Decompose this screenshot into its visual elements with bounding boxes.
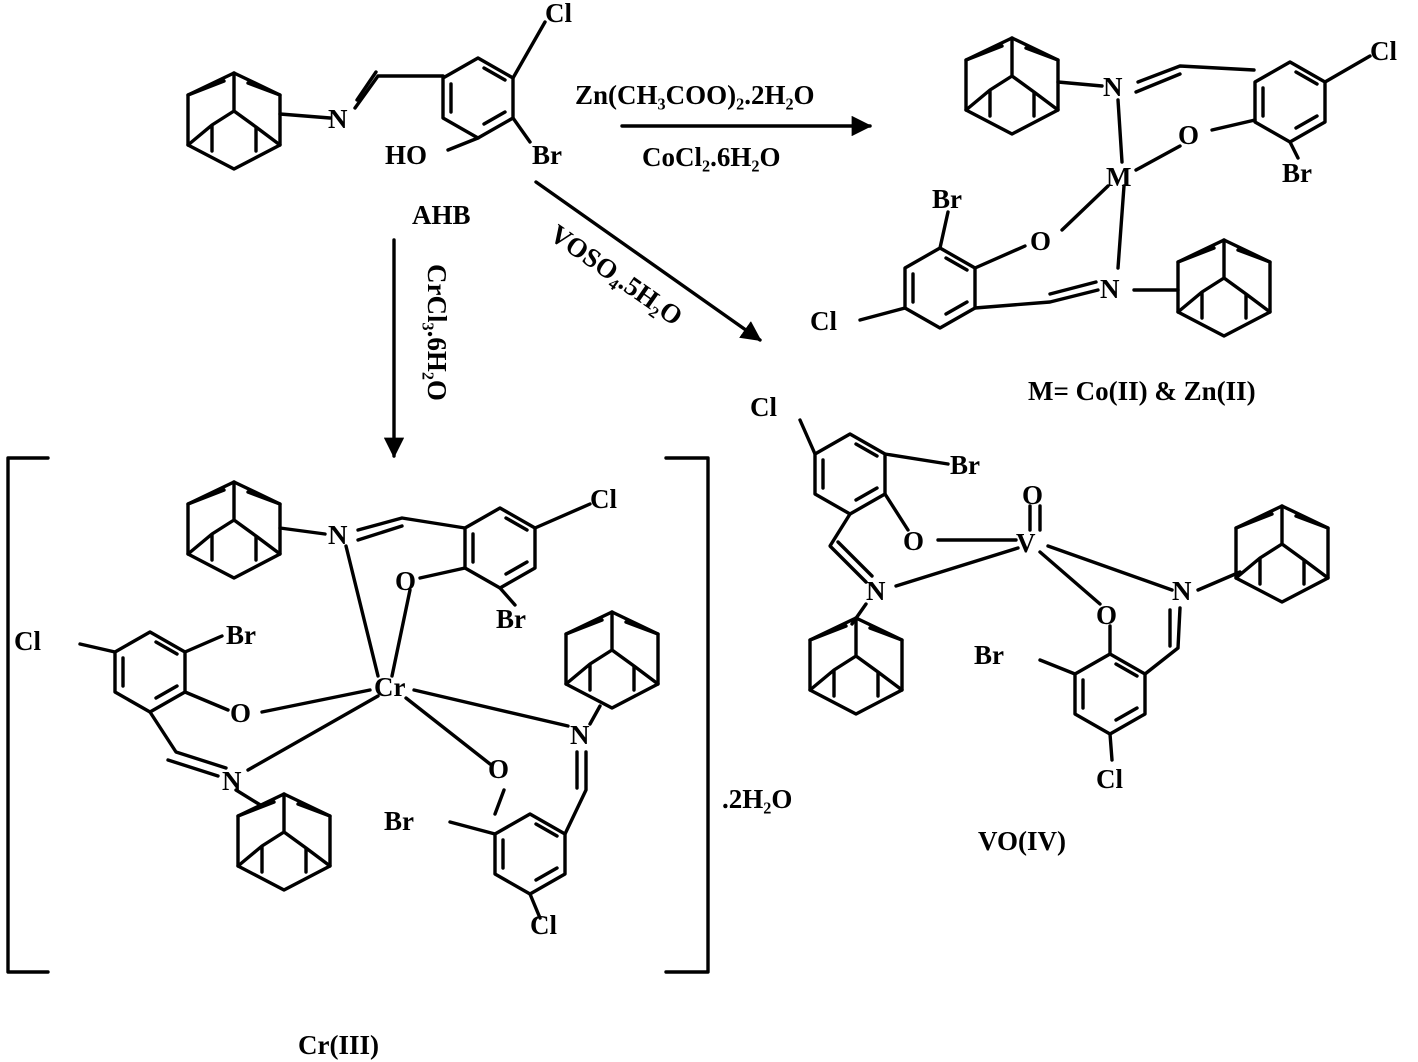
adamantane-ring bbox=[1234, 504, 1330, 604]
complex-vo-caption: VO(IV) bbox=[978, 826, 1066, 856]
benzene-ring bbox=[493, 812, 567, 896]
complex-m-cl-top: Cl bbox=[1370, 36, 1397, 66]
adamantane-ring bbox=[564, 610, 660, 710]
benzene-ring bbox=[1073, 652, 1147, 736]
cr-n-left: N bbox=[222, 766, 242, 796]
adamantane-ring bbox=[1176, 238, 1272, 338]
complex-m-caption: M= Co(II) & Zn(II) bbox=[1028, 376, 1256, 406]
left-bracket bbox=[6, 456, 50, 974]
ligand-cl-label: Cl bbox=[545, 0, 572, 28]
cr-br-top: Br bbox=[496, 604, 526, 634]
vo-o-bottom: O bbox=[1096, 600, 1117, 630]
vo-n-right: N bbox=[1172, 576, 1192, 606]
reagent-zinc-acetate: Zn(CH₃COO)₂.2H₂O bbox=[575, 80, 815, 110]
complex-m-br-top: Br bbox=[1282, 158, 1312, 188]
vo-n-left: N bbox=[866, 576, 886, 606]
vo-cl-top: Cl bbox=[750, 392, 777, 422]
arrow-down: CrCl₃.6H₂O bbox=[383, 238, 452, 459]
cr-cl-top: Cl bbox=[590, 484, 617, 514]
complex-m: N O Cl Br M Br O N Cl M= Co(II) & Zn(II) bbox=[810, 36, 1397, 406]
cr-metal: Cr bbox=[374, 672, 405, 702]
arrow-right: Zn(CH₃COO)₂.2H₂O CoCl₂.6H₂O bbox=[575, 80, 873, 172]
benzene-ring bbox=[441, 56, 515, 140]
vo-br-top: Br bbox=[950, 450, 980, 480]
vo-metal: V bbox=[1016, 528, 1036, 558]
cr-br-left: Br bbox=[226, 620, 256, 650]
complex-m-n-top: N bbox=[1103, 72, 1123, 102]
reagent-chromium-chloride: CrCl₃.6H₂O bbox=[422, 264, 452, 401]
cr-br-bottom: Br bbox=[384, 806, 414, 836]
complex-m-o-bottom: O bbox=[1030, 226, 1051, 256]
complex-m-n-bottom: N bbox=[1100, 274, 1120, 304]
benzene-ring bbox=[903, 246, 977, 330]
adamantane-ring bbox=[808, 616, 904, 716]
vo-o-left: O bbox=[903, 526, 924, 556]
benzene-ring bbox=[813, 432, 887, 516]
complex-m-br-bottom: Br bbox=[932, 184, 962, 214]
benzene-ring bbox=[463, 506, 537, 590]
arrow-diagonal: VOSO₄.5H₂O bbox=[534, 180, 762, 342]
cr-hydrate: .2H₂O bbox=[722, 784, 792, 814]
ligand-ho-label: HO bbox=[385, 140, 427, 170]
ligand-name: AHB bbox=[412, 200, 471, 230]
adamantane-ring bbox=[236, 792, 332, 892]
vo-br-bottom: Br bbox=[974, 640, 1004, 670]
cr-o-top: O bbox=[395, 566, 416, 596]
reagent-cobalt-chloride: CoCl₂.6H₂O bbox=[642, 142, 780, 172]
complex-m-cl-bottom: Cl bbox=[810, 306, 837, 336]
complex-cr-caption: Cr(III) bbox=[298, 1030, 379, 1060]
complex-m-o-top: O bbox=[1178, 120, 1199, 150]
adamantane-ring bbox=[964, 36, 1060, 136]
complex-m-metal: M bbox=[1106, 162, 1131, 192]
benzene-ring bbox=[113, 630, 187, 714]
cr-cl-left: Cl bbox=[14, 626, 41, 656]
cr-n-top: N bbox=[328, 520, 348, 550]
complex-vo: Cl Br O O V N N O Br Cl VO(IV) bbox=[750, 392, 1330, 856]
cr-n-right: N bbox=[570, 720, 590, 750]
adamantane-ring bbox=[186, 71, 282, 171]
ligand-br-label: Br bbox=[532, 140, 562, 170]
cr-o-left: O bbox=[230, 698, 251, 728]
vo-oxo: O bbox=[1022, 480, 1043, 510]
cr-cl-bottom: Cl bbox=[530, 910, 557, 940]
vo-cl-bottom: Cl bbox=[1096, 764, 1123, 794]
ligand-ahb: N Cl HO Br AHB bbox=[186, 0, 572, 230]
right-bracket bbox=[664, 456, 710, 974]
cr-o-bottom: O bbox=[488, 754, 509, 784]
complex-cr: N O Cl Br Cl Br O Cr N N O Br Cl .2H₂O C… bbox=[6, 456, 792, 1060]
benzene-ring bbox=[1253, 60, 1327, 144]
ligand-n-label: N bbox=[328, 104, 348, 134]
adamantane-ring bbox=[186, 480, 282, 580]
